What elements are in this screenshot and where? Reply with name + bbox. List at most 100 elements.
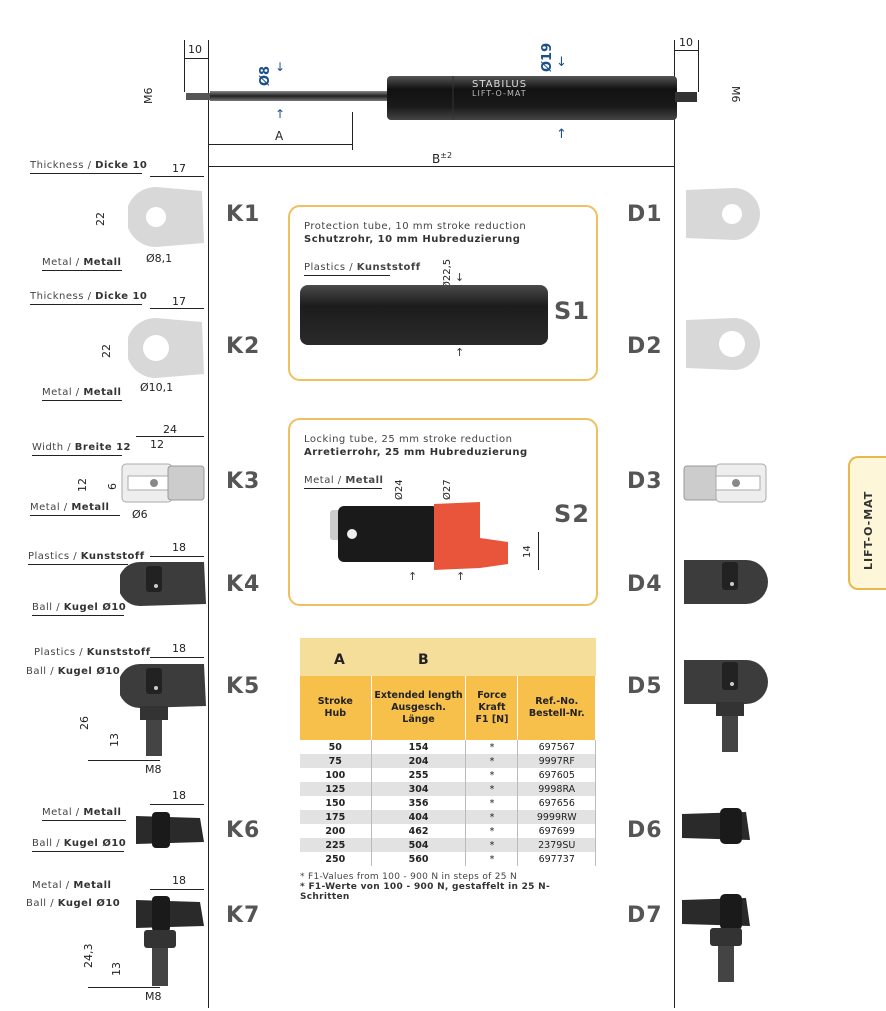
s2-arrow-bottom-outer: ↑ [456, 570, 466, 583]
k1-dim-height: 22 [94, 212, 107, 226]
d7-code: D7 [627, 903, 663, 928]
k7-dim-height: 24,3 [82, 943, 95, 969]
cell-stroke: 200 [300, 824, 372, 838]
k7-thread: M8 [145, 990, 162, 1003]
left-end-line [184, 40, 185, 92]
k3-dim-width: 24 [163, 423, 177, 436]
k5-dim-thread: 13 [108, 733, 121, 747]
col-ref-no: Ref.-No. Bestell-Nr. [517, 676, 596, 740]
s1-tube-image [300, 285, 548, 345]
brand-label: STABILUS [472, 79, 528, 90]
d6-ball-socket-image [682, 808, 750, 844]
gas-spring-image [186, 76, 697, 120]
cell-force: * [465, 838, 519, 852]
k3-dim-pin: Ø6 [132, 508, 148, 521]
d1-code: D1 [627, 202, 663, 227]
k4-code: K4 [226, 572, 261, 597]
k3-width-label: Width / Breite 12 [32, 442, 132, 453]
cell-extended-length: 462 [371, 824, 467, 838]
k3-dim-inner: 12 [150, 438, 164, 451]
cell-ref-no: 697699 [517, 824, 596, 838]
cell-ref-no: 697737 [517, 852, 596, 866]
cell-extended-length: 504 [371, 838, 467, 852]
col-force: Force Kraft F1 [N] [465, 676, 519, 740]
s1-arrow-top: ↓ [455, 271, 465, 284]
cell-extended-length: 204 [371, 754, 467, 768]
k4-ball-label: Ball / Kugel Ø10 [32, 602, 127, 613]
cell-stroke: 175 [300, 810, 372, 824]
k4-material-label: Plastics / Kunststoff [28, 551, 145, 562]
body-diameter-label: Ø19 [540, 42, 555, 72]
s1-protection-tube-panel: Protection tube, 10 mm stroke reduction … [288, 205, 598, 381]
a-end-line [352, 112, 353, 150]
k3-material-label: Metal / Metall [30, 502, 110, 513]
cell-extended-length: 404 [371, 810, 467, 824]
table-header-a: A [334, 652, 345, 668]
k5-dim-height: 26 [78, 716, 91, 730]
col-stroke: Stroke Hub [300, 676, 372, 740]
k6-dim-width: 18 [172, 789, 186, 802]
d4-ball-socket-image [684, 560, 768, 604]
k5-thread: M8 [145, 763, 162, 776]
s2-title-en: Locking tube, 25 mm stroke reduction [304, 434, 513, 445]
col-extended-length: Extended length Ausgesch. Länge [371, 676, 467, 740]
s2-diameter-inner: Ø24 [394, 479, 405, 500]
k3-clevis-image [121, 463, 205, 503]
s1-title-en: Protection tube, 10 mm stroke reduction [304, 221, 527, 232]
cell-stroke: 150 [300, 796, 372, 810]
dim-a: A [275, 129, 284, 143]
k4-dim-width: 18 [172, 541, 186, 554]
right-reference-line [674, 40, 675, 1008]
d7-ball-socket-stud-image [682, 894, 750, 982]
d4-code: D4 [627, 572, 663, 597]
k7-material-label: Metal / Metall [32, 880, 112, 891]
k7-ball-socket-stud-image [136, 896, 204, 986]
k3-dim-slot: 6 [106, 483, 119, 490]
k1-dim-hole: Ø8,1 [146, 252, 173, 265]
cell-force: * [465, 740, 519, 754]
rod-arrow-bottom: ↑ [275, 107, 286, 121]
m6-left-label: M6 [142, 87, 155, 105]
s2-diameter-outer: Ø27 [442, 479, 453, 500]
cell-force: * [465, 768, 519, 782]
s2-code: S2 [554, 500, 590, 528]
k1-dim-width: 17 [172, 162, 186, 175]
k2-dim-height: 22 [100, 344, 113, 358]
k6-ball-socket-image [136, 812, 204, 848]
k6-code: K6 [226, 818, 261, 843]
dim-right-10: 10 [679, 36, 693, 49]
cell-force: * [465, 754, 519, 768]
k7-code: K7 [226, 903, 261, 928]
body-arrow-top: ↓ [556, 55, 567, 70]
cell-ref-no: 2379SU [517, 838, 596, 852]
cell-stroke: 125 [300, 782, 372, 796]
k2-dim-width: 17 [172, 295, 186, 308]
footnote-de: * F1-Werte von 100 - 900 N, gestaffelt i… [300, 882, 551, 902]
k2-code: K2 [226, 334, 261, 359]
stroke-data-table: Stroke Hub Extended length Ausgesch. Län… [300, 676, 596, 866]
cell-extended-length: 560 [371, 852, 467, 866]
dim-left-10: 10 [188, 43, 202, 56]
s2-arrow-bottom-inner: ↑ [408, 570, 418, 583]
k7-dim-width: 18 [172, 874, 186, 887]
cell-force: * [465, 852, 519, 866]
k2-dim-hole: Ø10,1 [140, 381, 174, 394]
k1-material-label: Metal / Metall [42, 257, 122, 268]
d2-eye-lug-image [686, 318, 760, 370]
s1-code: S1 [554, 297, 590, 325]
cell-force: * [465, 782, 519, 796]
footnote-en: * F1-Values from 100 - 900 N in steps of… [300, 872, 517, 882]
k6-material-label: Metal / Metall [42, 807, 122, 818]
d5-ball-socket-stud-image [684, 660, 768, 752]
d3-clevis-image [683, 463, 767, 503]
k5-material-label: Plastics / Kunststoff [34, 647, 151, 658]
cell-ref-no: 9998RA [517, 782, 596, 796]
